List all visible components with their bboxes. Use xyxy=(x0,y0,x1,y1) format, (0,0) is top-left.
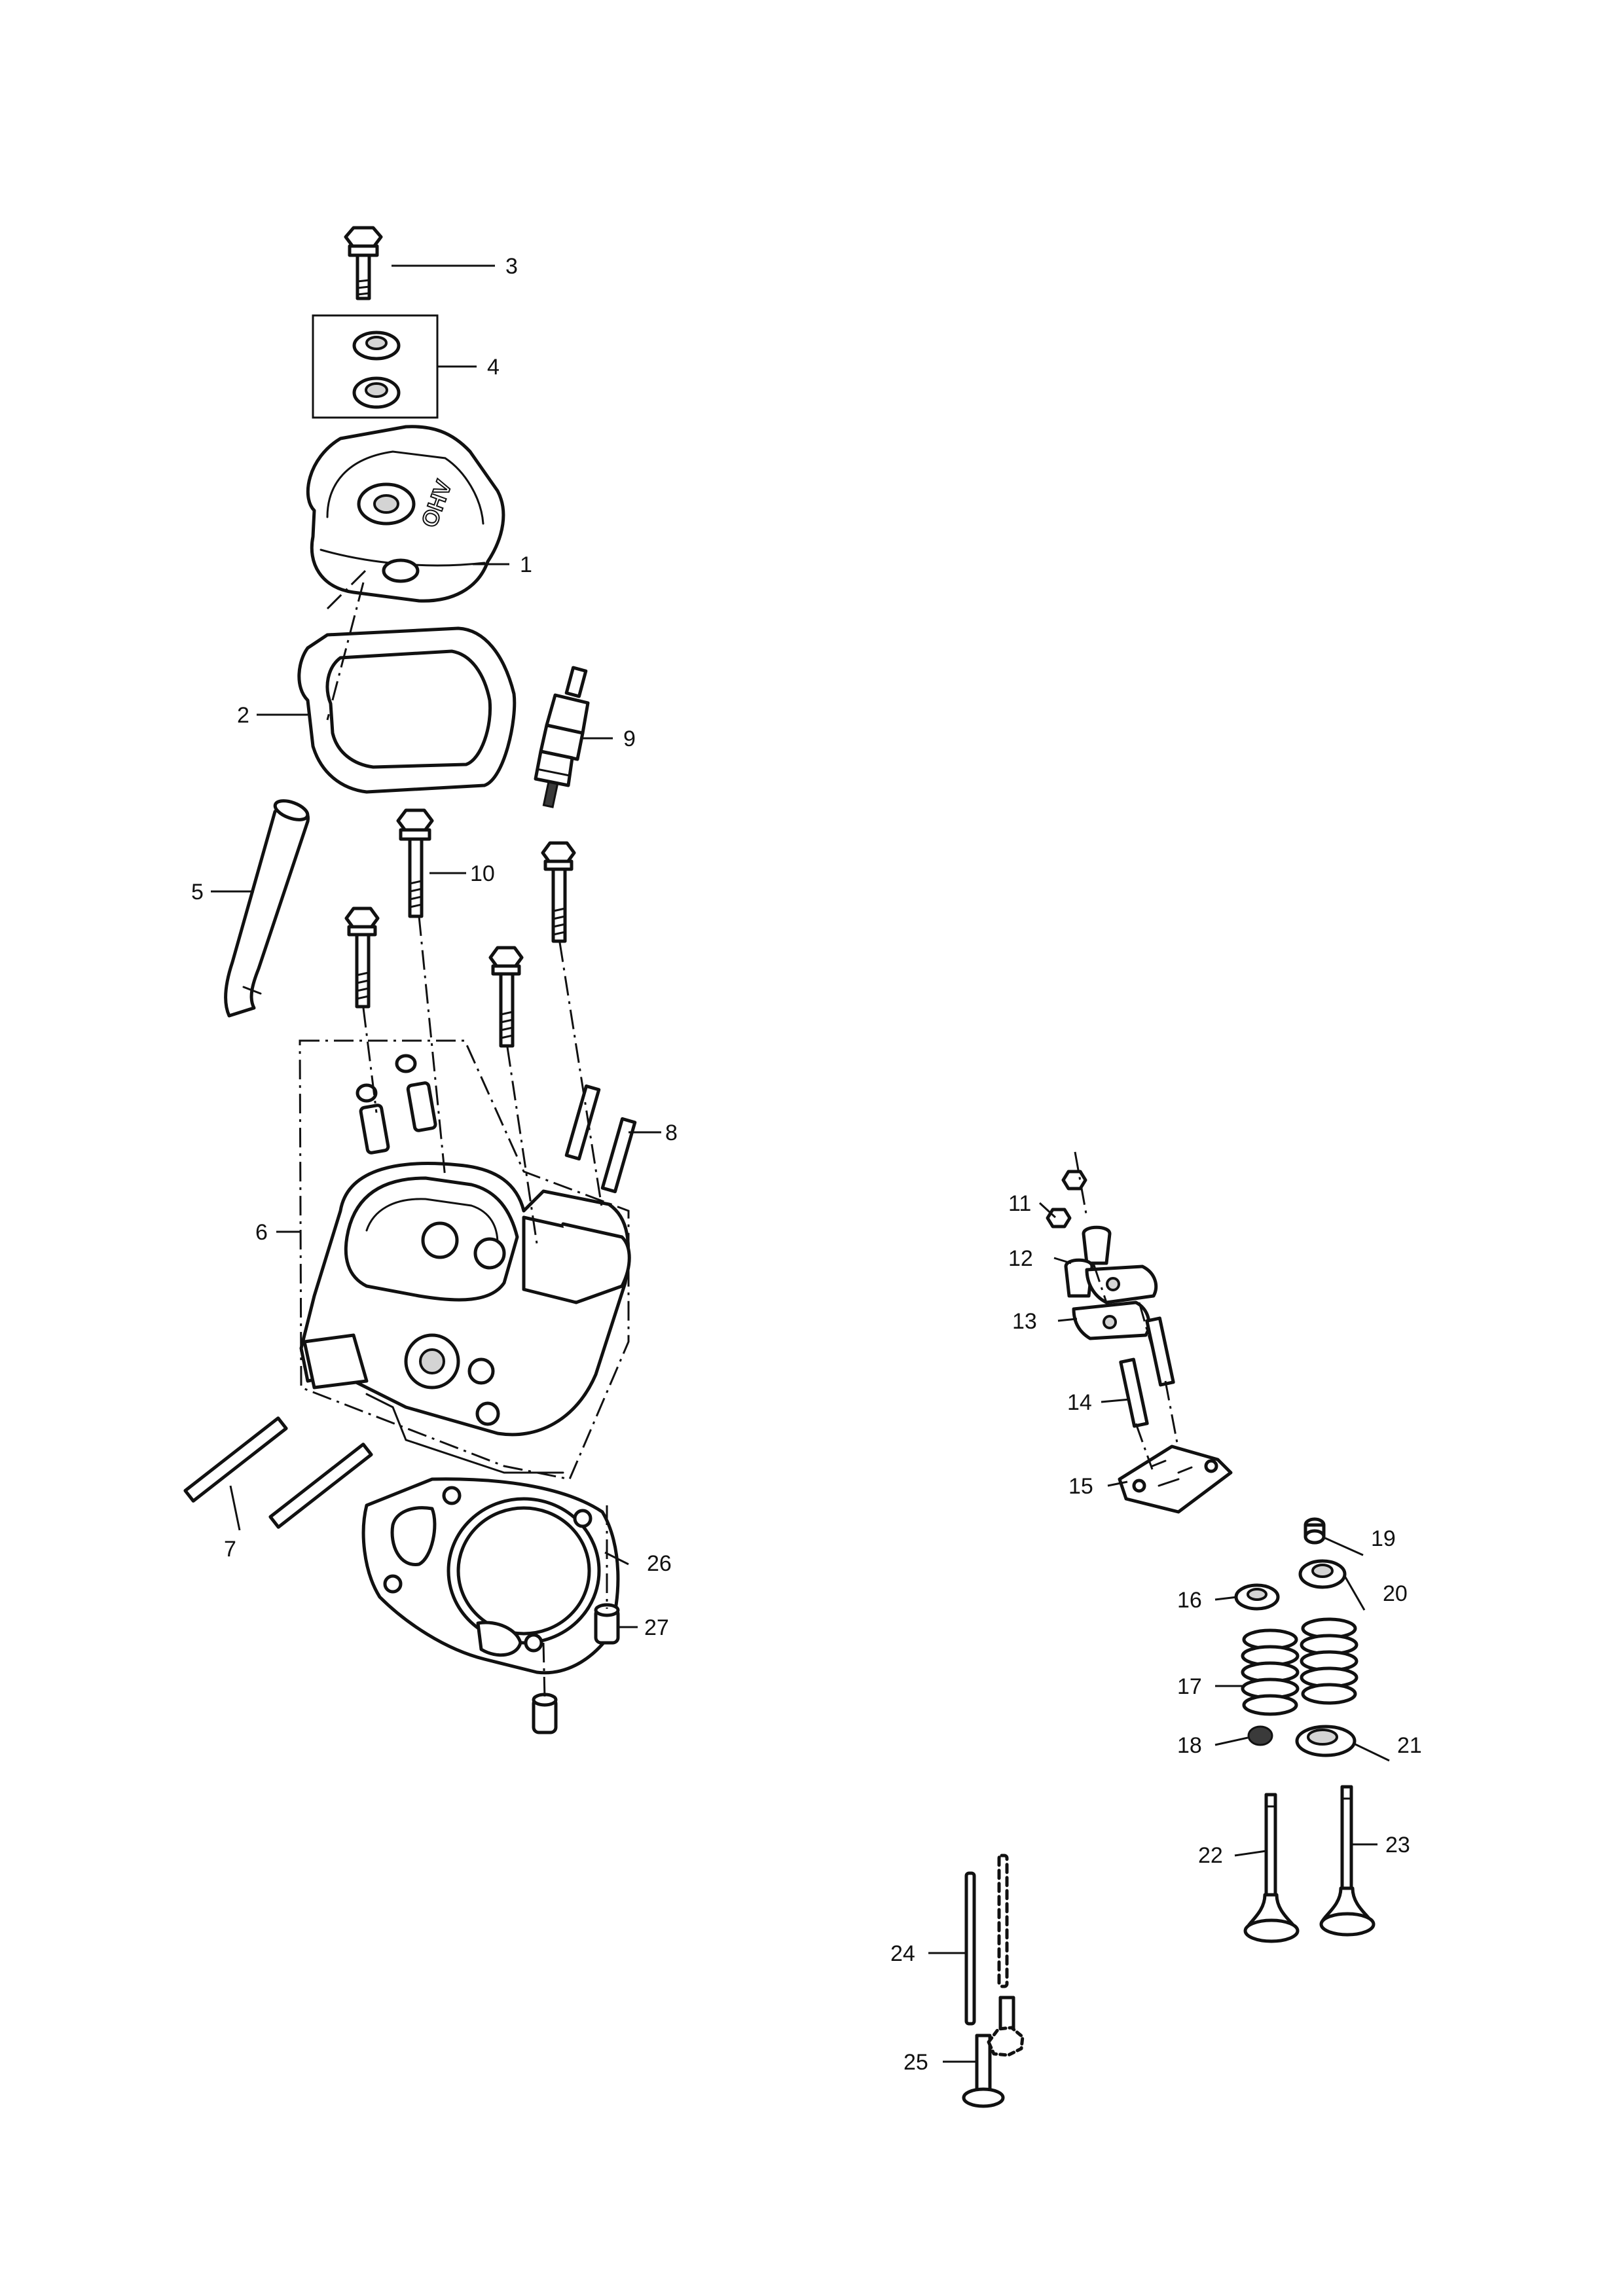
part-21-spring-seat xyxy=(1295,1725,1357,1757)
part-19-cap xyxy=(1304,1517,1326,1545)
part-18-valve-seal xyxy=(1247,1725,1273,1746)
part-17-springs xyxy=(1241,1617,1359,1716)
part-15-guide-plate xyxy=(1118,1444,1233,1514)
callout-20: 20 xyxy=(1383,1581,1408,1606)
part-20-retainer xyxy=(1298,1559,1347,1589)
part-7-long-studs xyxy=(183,1416,373,1529)
callout-18: 18 xyxy=(1177,1733,1202,1758)
callout-17: 17 xyxy=(1177,1674,1202,1699)
part-26-head-gasket xyxy=(361,1477,620,1675)
callout-25: 25 xyxy=(903,2050,928,2075)
callout-23: 23 xyxy=(1385,1833,1410,1857)
part-11-nuts xyxy=(1046,1170,1087,1229)
part-13-rocker-arms xyxy=(1072,1265,1158,1340)
part-22-intake-valve xyxy=(1243,1793,1300,1943)
part-14-rocker-studs xyxy=(1119,1316,1175,1428)
part-16-retainer xyxy=(1234,1583,1280,1611)
part-23-exhaust-valve xyxy=(1319,1785,1376,1937)
callout-12: 12 xyxy=(1008,1246,1033,1271)
part-2-cover-gasket xyxy=(297,626,517,794)
part-25-tappets xyxy=(962,1996,1025,2108)
callout-11: 11 xyxy=(1008,1191,1031,1216)
rocker-centerlines xyxy=(1074,1151,1180,1470)
callout-7: 7 xyxy=(224,1537,236,1562)
callout-21: 21 xyxy=(1397,1733,1422,1758)
callout-1: 1 xyxy=(520,552,532,577)
callout-2: 2 xyxy=(237,703,249,728)
part-4-grommets xyxy=(312,314,439,419)
callout-3: 3 xyxy=(505,254,518,279)
callout-13: 13 xyxy=(1012,1309,1037,1334)
part-24-push-rods xyxy=(964,1854,1009,2026)
part-9-spark-plug xyxy=(534,666,590,808)
left-centerlines xyxy=(326,568,608,1699)
callout-24: 24 xyxy=(890,1941,915,1966)
callout-27: 27 xyxy=(644,1615,669,1640)
callout-5: 5 xyxy=(191,880,204,905)
callout-15: 15 xyxy=(1068,1474,1093,1499)
part-8-studs xyxy=(564,1084,637,1194)
part-5-breather-tube xyxy=(224,799,310,1018)
callout-10: 10 xyxy=(470,861,495,886)
callout-16: 16 xyxy=(1177,1588,1202,1613)
callout-22: 22 xyxy=(1198,1843,1223,1868)
callout-numbers: 3 4 1 2 9 5 10 8 6 7 26 27 11 12 13 14 1… xyxy=(191,254,1422,2075)
callout-19: 19 xyxy=(1371,1526,1396,1551)
part-6-cylinder-head xyxy=(299,1039,631,1480)
callout-4: 4 xyxy=(487,355,500,380)
callout-14: 14 xyxy=(1067,1390,1092,1415)
part-1-valve-cover: OHV xyxy=(306,425,505,603)
head-bolts xyxy=(344,841,576,1048)
callout-8: 8 xyxy=(665,1121,678,1145)
callout-26: 26 xyxy=(647,1551,672,1576)
part-10-long-bolt xyxy=(396,808,434,918)
part-3-bolt xyxy=(344,226,383,300)
callout-6: 6 xyxy=(255,1220,268,1245)
callout-9: 9 xyxy=(623,726,636,751)
callout-leaders xyxy=(211,264,1390,2063)
